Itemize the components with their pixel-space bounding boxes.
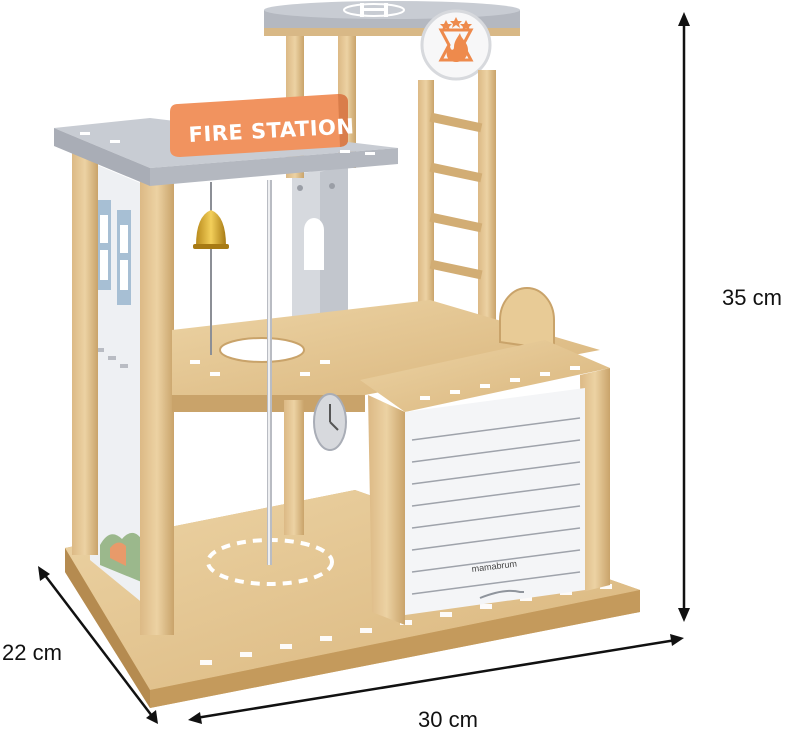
- bell-icon: [193, 182, 229, 355]
- left-side-wall: [85, 160, 145, 605]
- left-front-post: [140, 180, 174, 635]
- clock-icon: [313, 393, 347, 451]
- width-dimension-arrow: [188, 634, 684, 724]
- fire-station-sign: FIRE STATION: [170, 94, 355, 157]
- depth-dimension-label: 22 cm: [2, 640, 62, 665]
- tower-wall: [292, 165, 348, 355]
- height-dimension-arrow: [678, 12, 690, 622]
- ladder: [418, 70, 496, 345]
- width-dimension-label: 30 cm: [418, 707, 478, 732]
- depth-dimension-arrow: [38, 566, 158, 724]
- height-dimension-label: 35 cm: [722, 285, 782, 310]
- semicircle-piece: [499, 287, 555, 352]
- garage-block: [360, 340, 610, 625]
- ground-floor-post: [284, 400, 304, 535]
- fire-emblem-icon: [420, 9, 492, 81]
- left-back-post: [72, 150, 98, 555]
